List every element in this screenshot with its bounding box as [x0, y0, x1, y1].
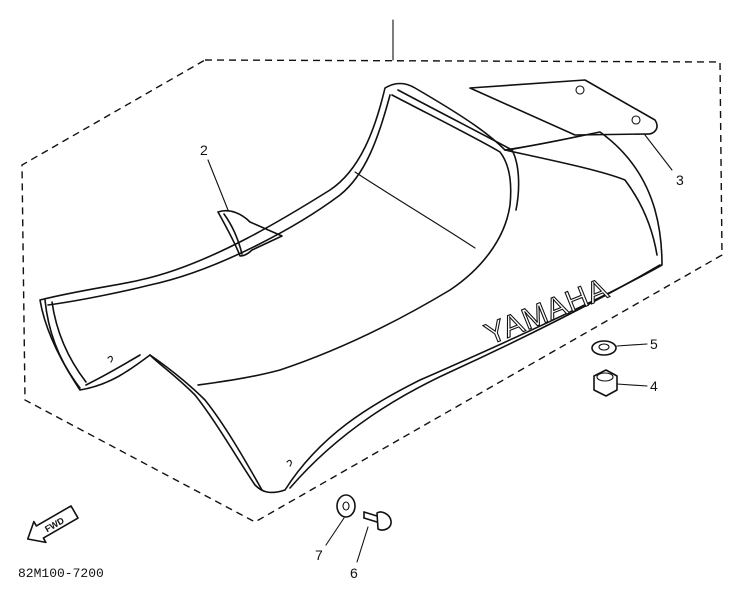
rear-bracket [469, 79, 658, 136]
washer-part-5 [591, 340, 617, 356]
callout-6: 6 [350, 565, 358, 581]
leader-7 [325, 517, 345, 546]
callout-7: 7 [315, 547, 323, 563]
seat-strap [217, 209, 283, 257]
washer-part-7 [336, 494, 356, 518]
leader-5 [616, 343, 648, 347]
callout-4: 4 [650, 378, 658, 394]
forward-arrow-icon: FWD [26, 505, 79, 544]
assembly-boundary [21, 59, 723, 523]
diagram-code: 82M100-7200 [18, 566, 104, 581]
seat-brand-text: YAMAHA [480, 272, 613, 351]
bolt-part-6 [363, 511, 392, 531]
leader-4 [616, 383, 648, 387]
callout-5: 5 [650, 336, 658, 352]
leader-2 [207, 159, 229, 211]
leader-3 [644, 134, 673, 171]
leader-6 [356, 526, 369, 563]
callout-3: 3 [676, 172, 684, 188]
seat-body [39, 82, 663, 494]
callout-2: 2 [200, 142, 208, 158]
nut-part-4 [593, 369, 618, 397]
